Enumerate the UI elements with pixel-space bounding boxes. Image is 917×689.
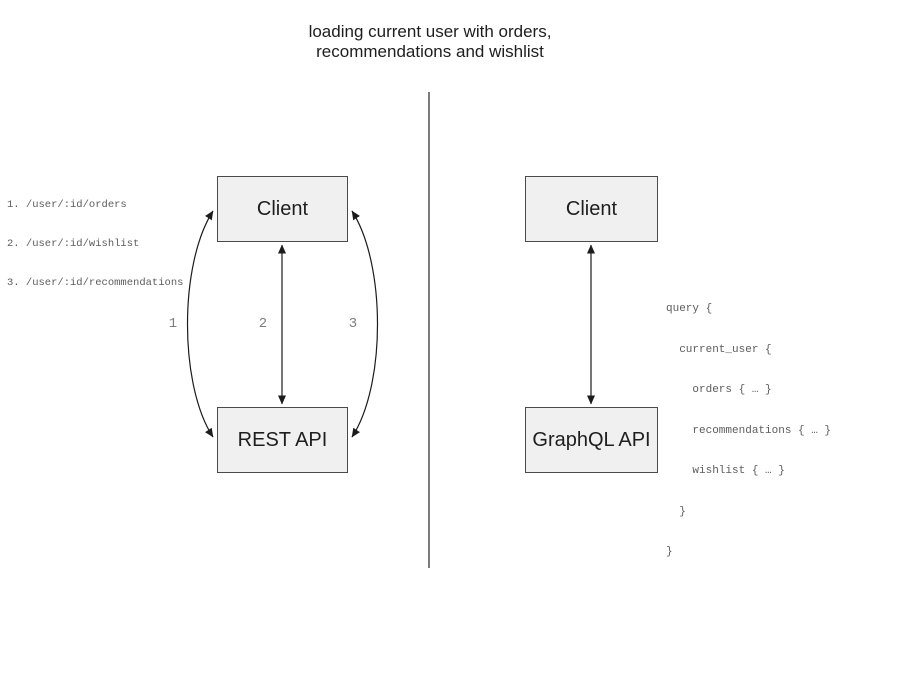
graphql-query-code: query { current_user { orders { … } reco… [666, 276, 831, 587]
rest-arrow-1-curve [186, 210, 214, 438]
graphql-query-line: } [666, 505, 686, 518]
rest-endpoint-list: 1. /user/:id/orders 2. /user/:id/wishlis… [7, 173, 183, 316]
client-box-rest-side: Client [217, 176, 348, 242]
diagram-title-line1: loading current user with orders, [308, 22, 552, 41]
rest-endpoint-item: 2. /user/:id/wishlist [7, 238, 140, 250]
rest-api-box: REST API [217, 407, 348, 473]
graphql-query-line: recommendations { … } [666, 424, 832, 437]
diagram-title-line2: recommendations and wishlist [316, 42, 544, 61]
rest-endpoint-item: 1. /user/:id/orders [7, 199, 127, 211]
graphql-query-line: query { [666, 303, 713, 315]
graphql-query-line: current_user { [666, 343, 772, 356]
graphql-query-line: } [666, 546, 673, 558]
graphql-query-line: wishlist { … } [666, 465, 785, 477]
rest-arrow-3-curve [351, 210, 379, 438]
graphql-api-box: GraphQL API [525, 407, 658, 473]
client-box-graphql-side: Client [525, 176, 658, 242]
graphql-query-line: orders { … } [666, 384, 772, 396]
arrow-label-2: 2 [258, 316, 268, 332]
diagram-title: loading current user with orders, recomm… [309, 22, 552, 62]
arrow-label-3: 3 [348, 316, 358, 332]
rest-endpoint-item: 3. /user/:id/recommendations [7, 277, 184, 289]
arrow-label-1: 1 [168, 316, 178, 332]
